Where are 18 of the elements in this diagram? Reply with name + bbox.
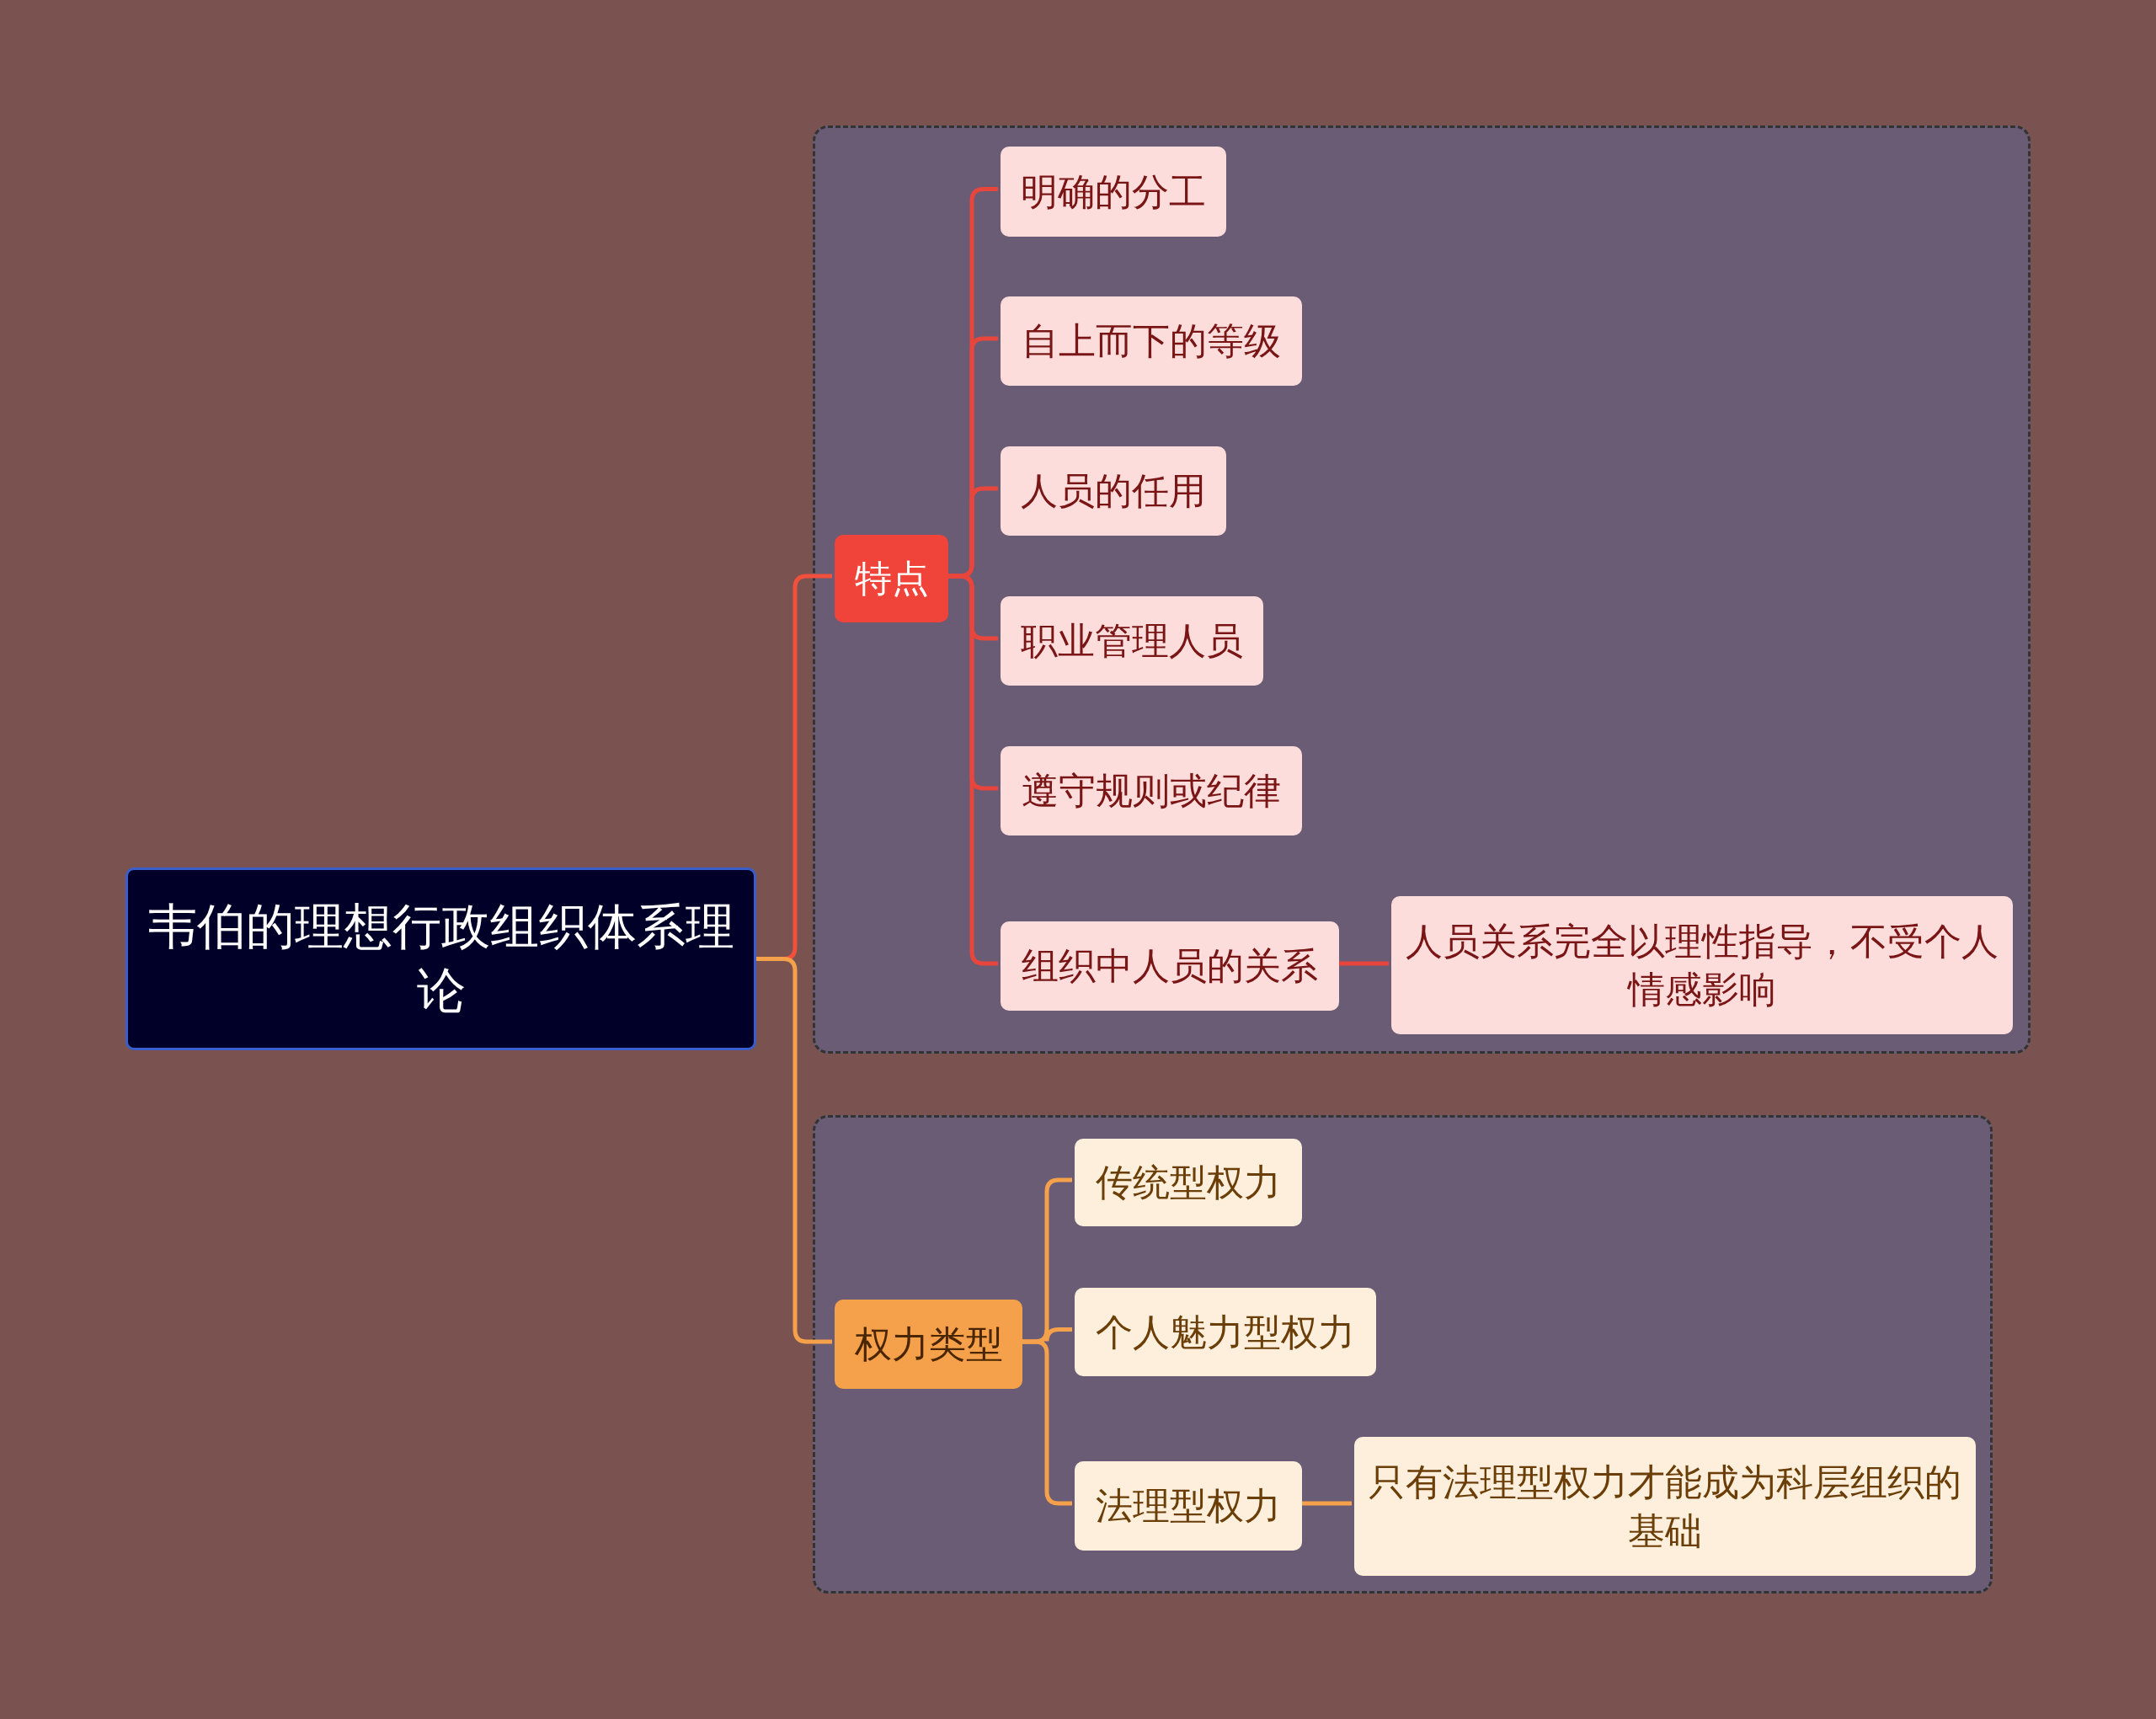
leaf-box: 组织中人员的关系 <box>1001 921 1339 1011</box>
leaf-box: 个人魅力型权力 <box>1075 1288 1376 1376</box>
leaf-box: 法理型权力 <box>1075 1461 1302 1551</box>
connector <box>756 957 832 1344</box>
connector <box>946 574 998 966</box>
group-frame <box>813 1115 1993 1594</box>
group-frame <box>813 125 2031 1054</box>
leaf-box: 明确的分工 <box>1001 147 1226 237</box>
leaf-box: 遵守规则或纪律 <box>1001 746 1302 835</box>
branch-box: 权力类型 <box>835 1300 1022 1389</box>
leaf-box: 传统型权力 <box>1075 1139 1302 1226</box>
leaf-box: 自上而下的等级 <box>1001 296 1302 386</box>
leaf-box: 只有法理型权力才能成为科层组织的基础 <box>1354 1437 1976 1576</box>
branch-box: 特点 <box>835 535 948 622</box>
leaf-box: 人员的任用 <box>1001 446 1226 536</box>
topic-box: 韦伯的理想行政组织体系理论 <box>125 868 756 1050</box>
leaf-box: 职业管理人员 <box>1001 596 1263 686</box>
leaf-box: 人员关系完全以理性指导，不受个人情感影响 <box>1391 896 2013 1034</box>
